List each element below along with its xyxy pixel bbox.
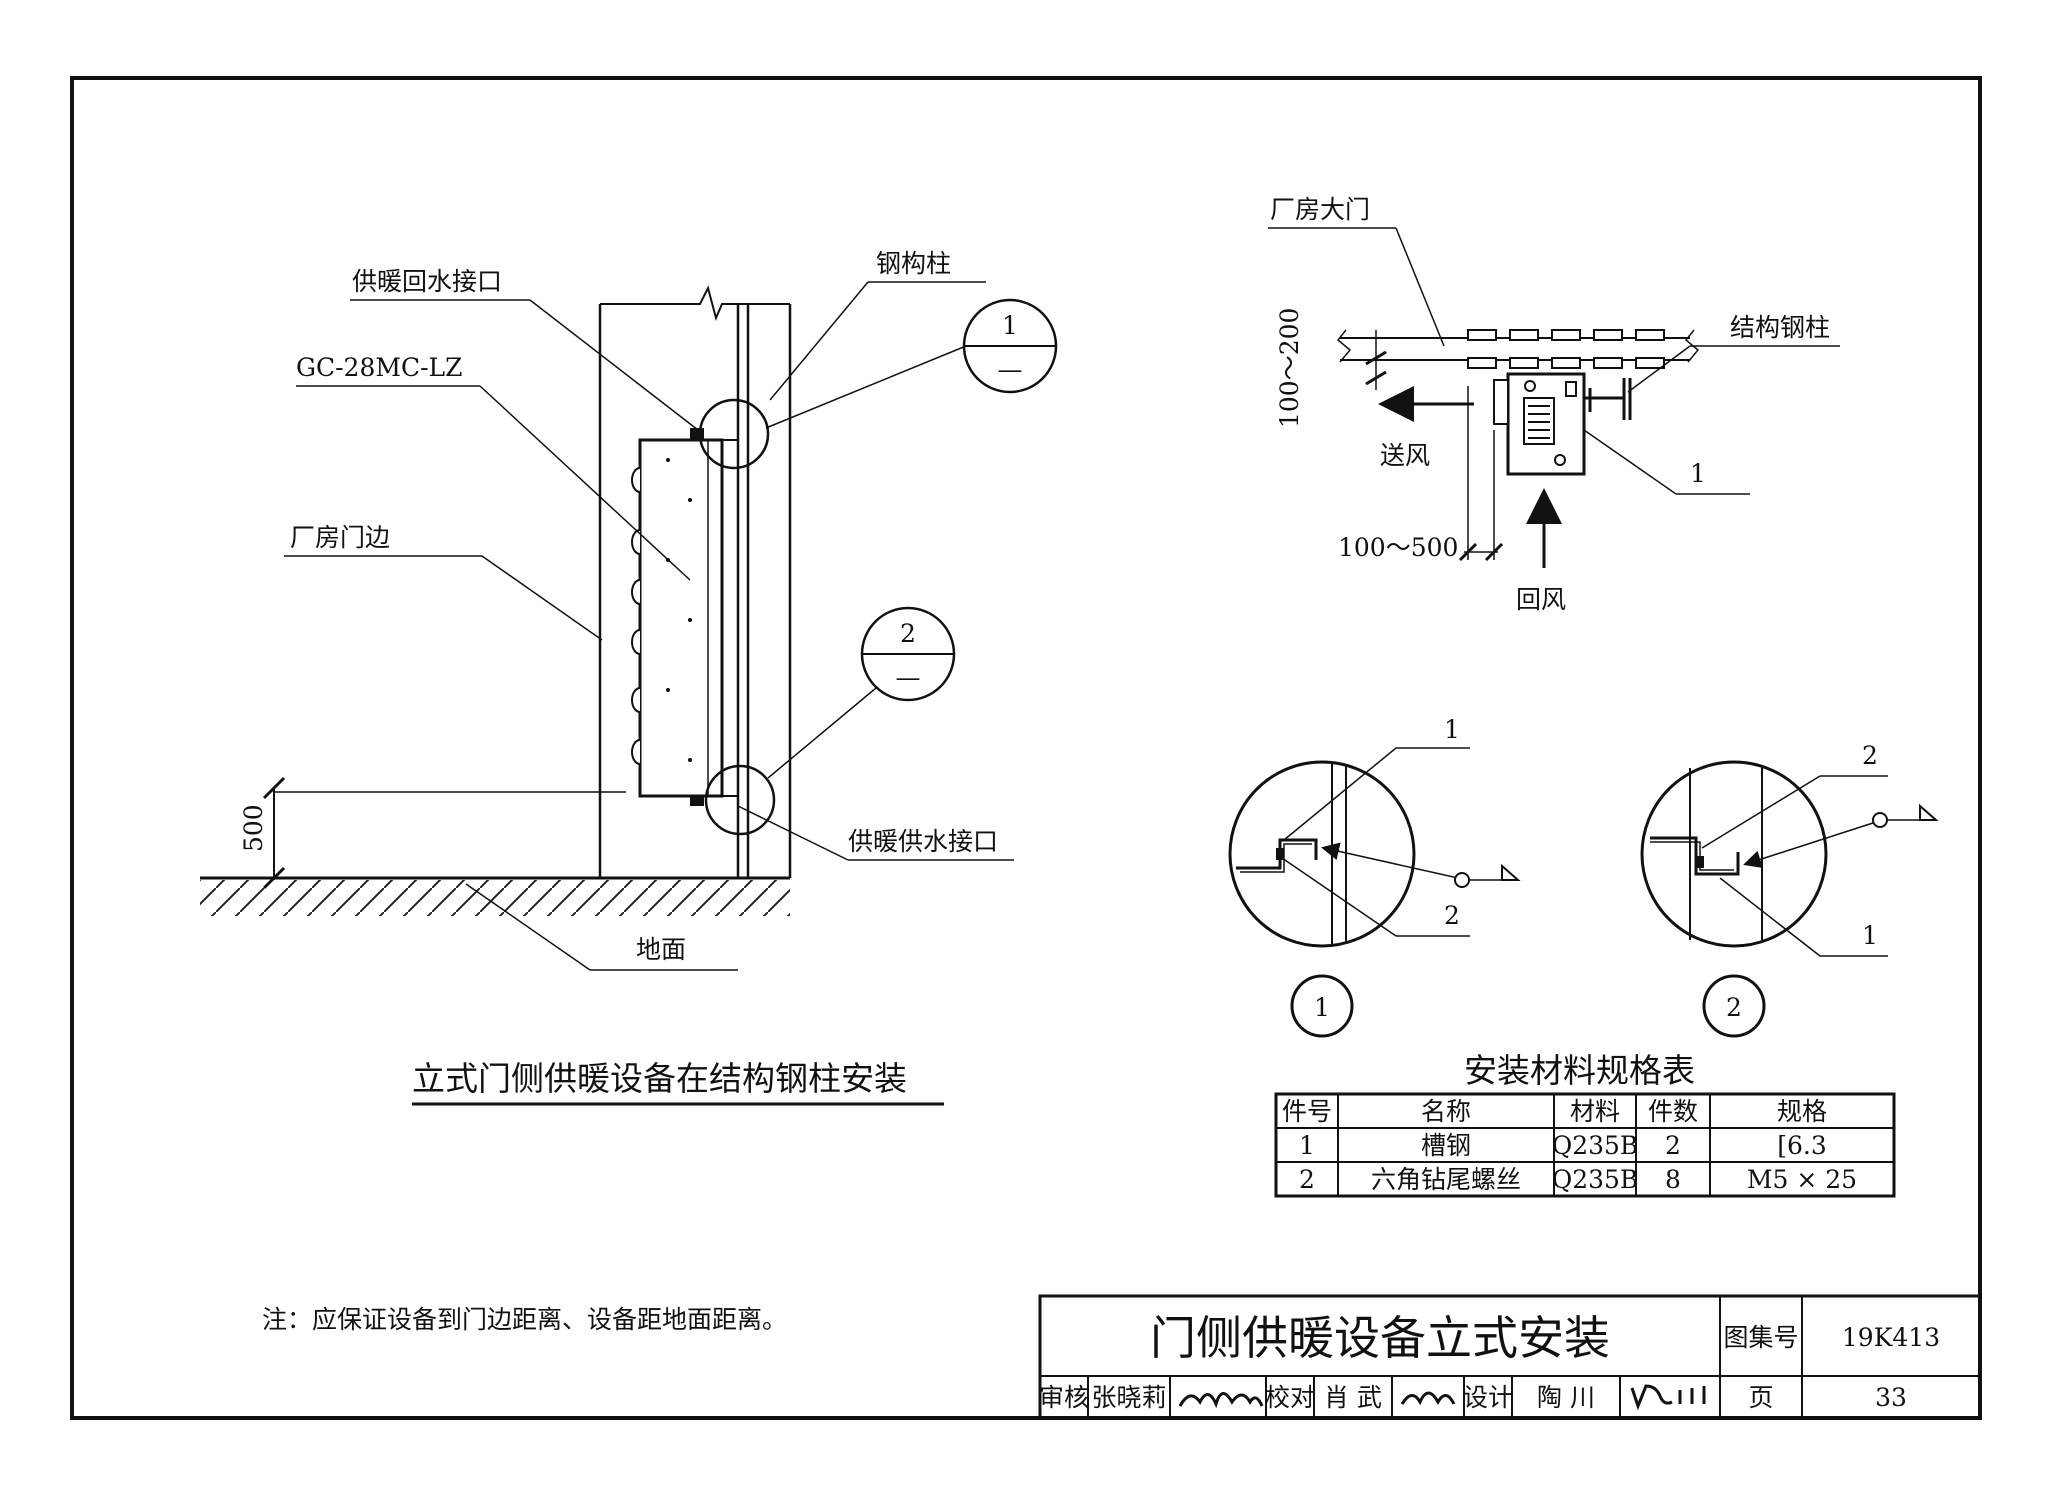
materials-table: 安装材料规格表 件号 名称 材料 件数 规格 1 槽钢 Q235B 2 [6.3… xyxy=(1274,1051,1896,1198)
table-row-1-name: 槽钢 xyxy=(1421,1131,1471,1160)
design-label: 设计 xyxy=(1463,1383,1513,1412)
th-qty: 件数 xyxy=(1648,1097,1698,1126)
svg-text:2: 2 xyxy=(1862,741,1878,770)
detail-1: 1 2 1 xyxy=(1228,715,1521,1038)
plan-view: 厂房大门 结构钢柱 1 100～200 送风 回风 100～500 xyxy=(1268,195,1840,614)
svg-text:1: 1 xyxy=(1314,993,1330,1022)
materials-table-title: 安装材料规格表 xyxy=(1464,1051,1695,1090)
svg-text:1: 1 xyxy=(1002,311,1018,340)
svg-text:—: — xyxy=(998,355,1023,384)
page-label: 页 xyxy=(1748,1383,1773,1412)
atlas-label: 图集号 xyxy=(1723,1323,1798,1352)
detail-circle-1 xyxy=(698,398,770,470)
height-dimension: 500 xyxy=(239,804,268,852)
heater-plan-unit xyxy=(1506,372,1586,476)
supply-port-label: 供暖供水接口 xyxy=(848,827,998,856)
title-block: 门侧供暖设备立式安装 图集号 19K413 页 33 审核 张晓莉 校对 肖 武… xyxy=(1038,1294,1982,1420)
checker-name: 肖 武 xyxy=(1324,1383,1382,1412)
review-label: 审核 xyxy=(1039,1383,1089,1412)
steel-column-label: 钢构柱 xyxy=(876,249,951,278)
offset-dimension: 100～500 xyxy=(1338,533,1458,562)
table-row-1-material: Q235B xyxy=(1552,1131,1639,1160)
table-row-2-spec: M5 × 25 xyxy=(1747,1165,1857,1194)
return-port-label: 供暖回水接口 xyxy=(352,267,502,296)
sheet-border xyxy=(70,76,1982,1420)
detail-2-id xyxy=(1702,974,1766,1038)
th-spec: 规格 xyxy=(1777,1097,1827,1126)
heater-unit xyxy=(638,438,724,798)
factory-gate-label: 厂房大门 xyxy=(1270,195,1370,224)
door-edge-label: 厂房门边 xyxy=(290,523,390,552)
svg-text:2: 2 xyxy=(900,619,916,648)
table-row-2-material: Q235B xyxy=(1552,1165,1639,1194)
return-air-label: 回风 xyxy=(1516,585,1566,614)
svg-text:1: 1 xyxy=(1862,921,1878,950)
checker-signature xyxy=(1400,1391,1456,1406)
supply-air-label: 送风 xyxy=(1380,441,1430,470)
table-row-1-no: 1 xyxy=(1299,1131,1315,1160)
th-name: 名称 xyxy=(1421,1097,1471,1126)
title-block-title: 门侧供暖设备立式安装 xyxy=(1150,1311,1610,1365)
table-row-1-qty: 2 xyxy=(1665,1131,1681,1160)
detail-1-id xyxy=(1290,974,1354,1038)
reviewer-signature xyxy=(1178,1392,1264,1409)
page-number: 33 xyxy=(1875,1383,1907,1412)
designer-signature xyxy=(1630,1384,1706,1411)
svg-text:2: 2 xyxy=(1726,993,1742,1022)
svg-text:1: 1 xyxy=(1444,715,1460,744)
table-row-2-no: 2 xyxy=(1299,1165,1315,1194)
reviewer-name: 张晓莉 xyxy=(1091,1383,1166,1412)
ground-label: 地面 xyxy=(636,935,686,964)
th-part-no: 件号 xyxy=(1282,1097,1332,1126)
model-label: GC-28MC-LZ xyxy=(296,353,463,382)
table-row-1-spec: [6.3 xyxy=(1777,1131,1827,1160)
table-row-2-qty: 8 xyxy=(1665,1165,1681,1194)
gap-dimension: 100～200 xyxy=(1275,308,1304,428)
svg-text:—: — xyxy=(896,663,921,692)
check-label: 校对 xyxy=(1265,1383,1315,1412)
svg-text:2: 2 xyxy=(1444,901,1460,930)
detail-circle-2 xyxy=(704,764,776,836)
drawing-note: 注：应保证设备到门边距离、设备距地面距离。 xyxy=(262,1305,787,1334)
designer-name: 陶 川 xyxy=(1537,1383,1595,1412)
detail-2: 2 1 2 xyxy=(1640,741,1939,1038)
table-row-2-name: 六角钻尾螺丝 xyxy=(1371,1165,1521,1194)
atlas-number: 19K413 xyxy=(1842,1323,1940,1352)
struct-column-label: 结构钢柱 xyxy=(1730,313,1830,342)
th-material: 材料 xyxy=(1570,1097,1620,1126)
main-elevation-view: 500 供暖回水接口 钢构柱 GC-28MC-LZ 厂房门边 供暖供水接口 地面… xyxy=(200,249,1058,1106)
plan-part-no: 1 xyxy=(1690,459,1706,488)
main-view-title: 立式门侧供暖设备在结构钢柱安装 xyxy=(412,1059,907,1098)
